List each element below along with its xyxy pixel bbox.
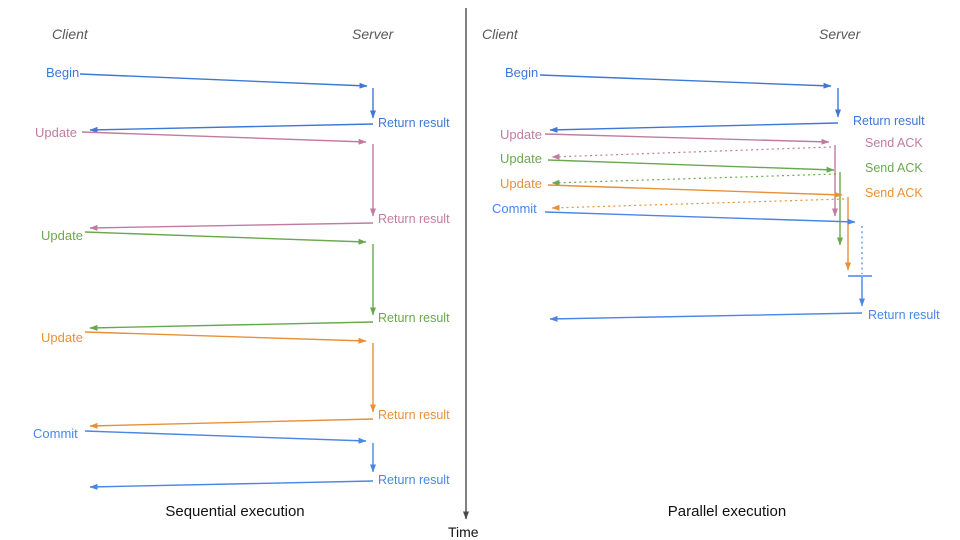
seq-update2-label: Update [41, 228, 83, 243]
seq-return3-label: Return result [378, 311, 450, 325]
par-commit-flow [544, 211, 872, 322]
par-commit-label: Commit [492, 201, 537, 216]
par-sendack2-label: Send ACK [865, 161, 923, 175]
par-update1-flow [544, 133, 838, 217]
time-axis-label: Time [448, 524, 479, 540]
lane-header-server-right: Server [819, 26, 861, 42]
par-begin-label: Begin [505, 65, 539, 80]
par-update3-flow [547, 184, 851, 271]
par-update3-label: Update [500, 176, 542, 191]
lane-header-client-right: Client [482, 26, 518, 42]
par-return-bottom-label: Return result [868, 308, 940, 322]
lane-header-client: Client [52, 26, 88, 42]
par-begin-flow [539, 74, 841, 133]
seq-caption: Sequential execution [165, 503, 305, 520]
seq-begin-flow [79, 73, 376, 133]
par-update1-label: Update [500, 127, 542, 142]
par-caption: Parallel execution [667, 503, 787, 520]
seq-update3-flow [84, 331, 376, 429]
seq-update2-flow [84, 231, 376, 331]
par-return-top-label: Return result [853, 114, 925, 128]
seq-return4-label: Return result [378, 408, 450, 422]
par-update2-flow [547, 159, 843, 246]
seq-update1-flow [81, 131, 376, 231]
seq-update1-label: Update [35, 125, 77, 140]
seq-commit-flow [84, 430, 376, 490]
seq-return5-label: Return result [378, 473, 450, 487]
seq-update3-label: Update [41, 330, 83, 345]
par-sendack1-label: Send ACK [865, 136, 923, 150]
par-sendack3-label: Send ACK [865, 186, 923, 200]
lane-header-server: Server [352, 26, 394, 42]
seq-return2-label: Return result [378, 212, 450, 226]
par-update2-label: Update [500, 151, 542, 166]
seq-commit-label: Commit [33, 426, 78, 441]
seq-begin-label: Begin [46, 65, 80, 80]
seq-return1-label: Return result [378, 116, 450, 130]
